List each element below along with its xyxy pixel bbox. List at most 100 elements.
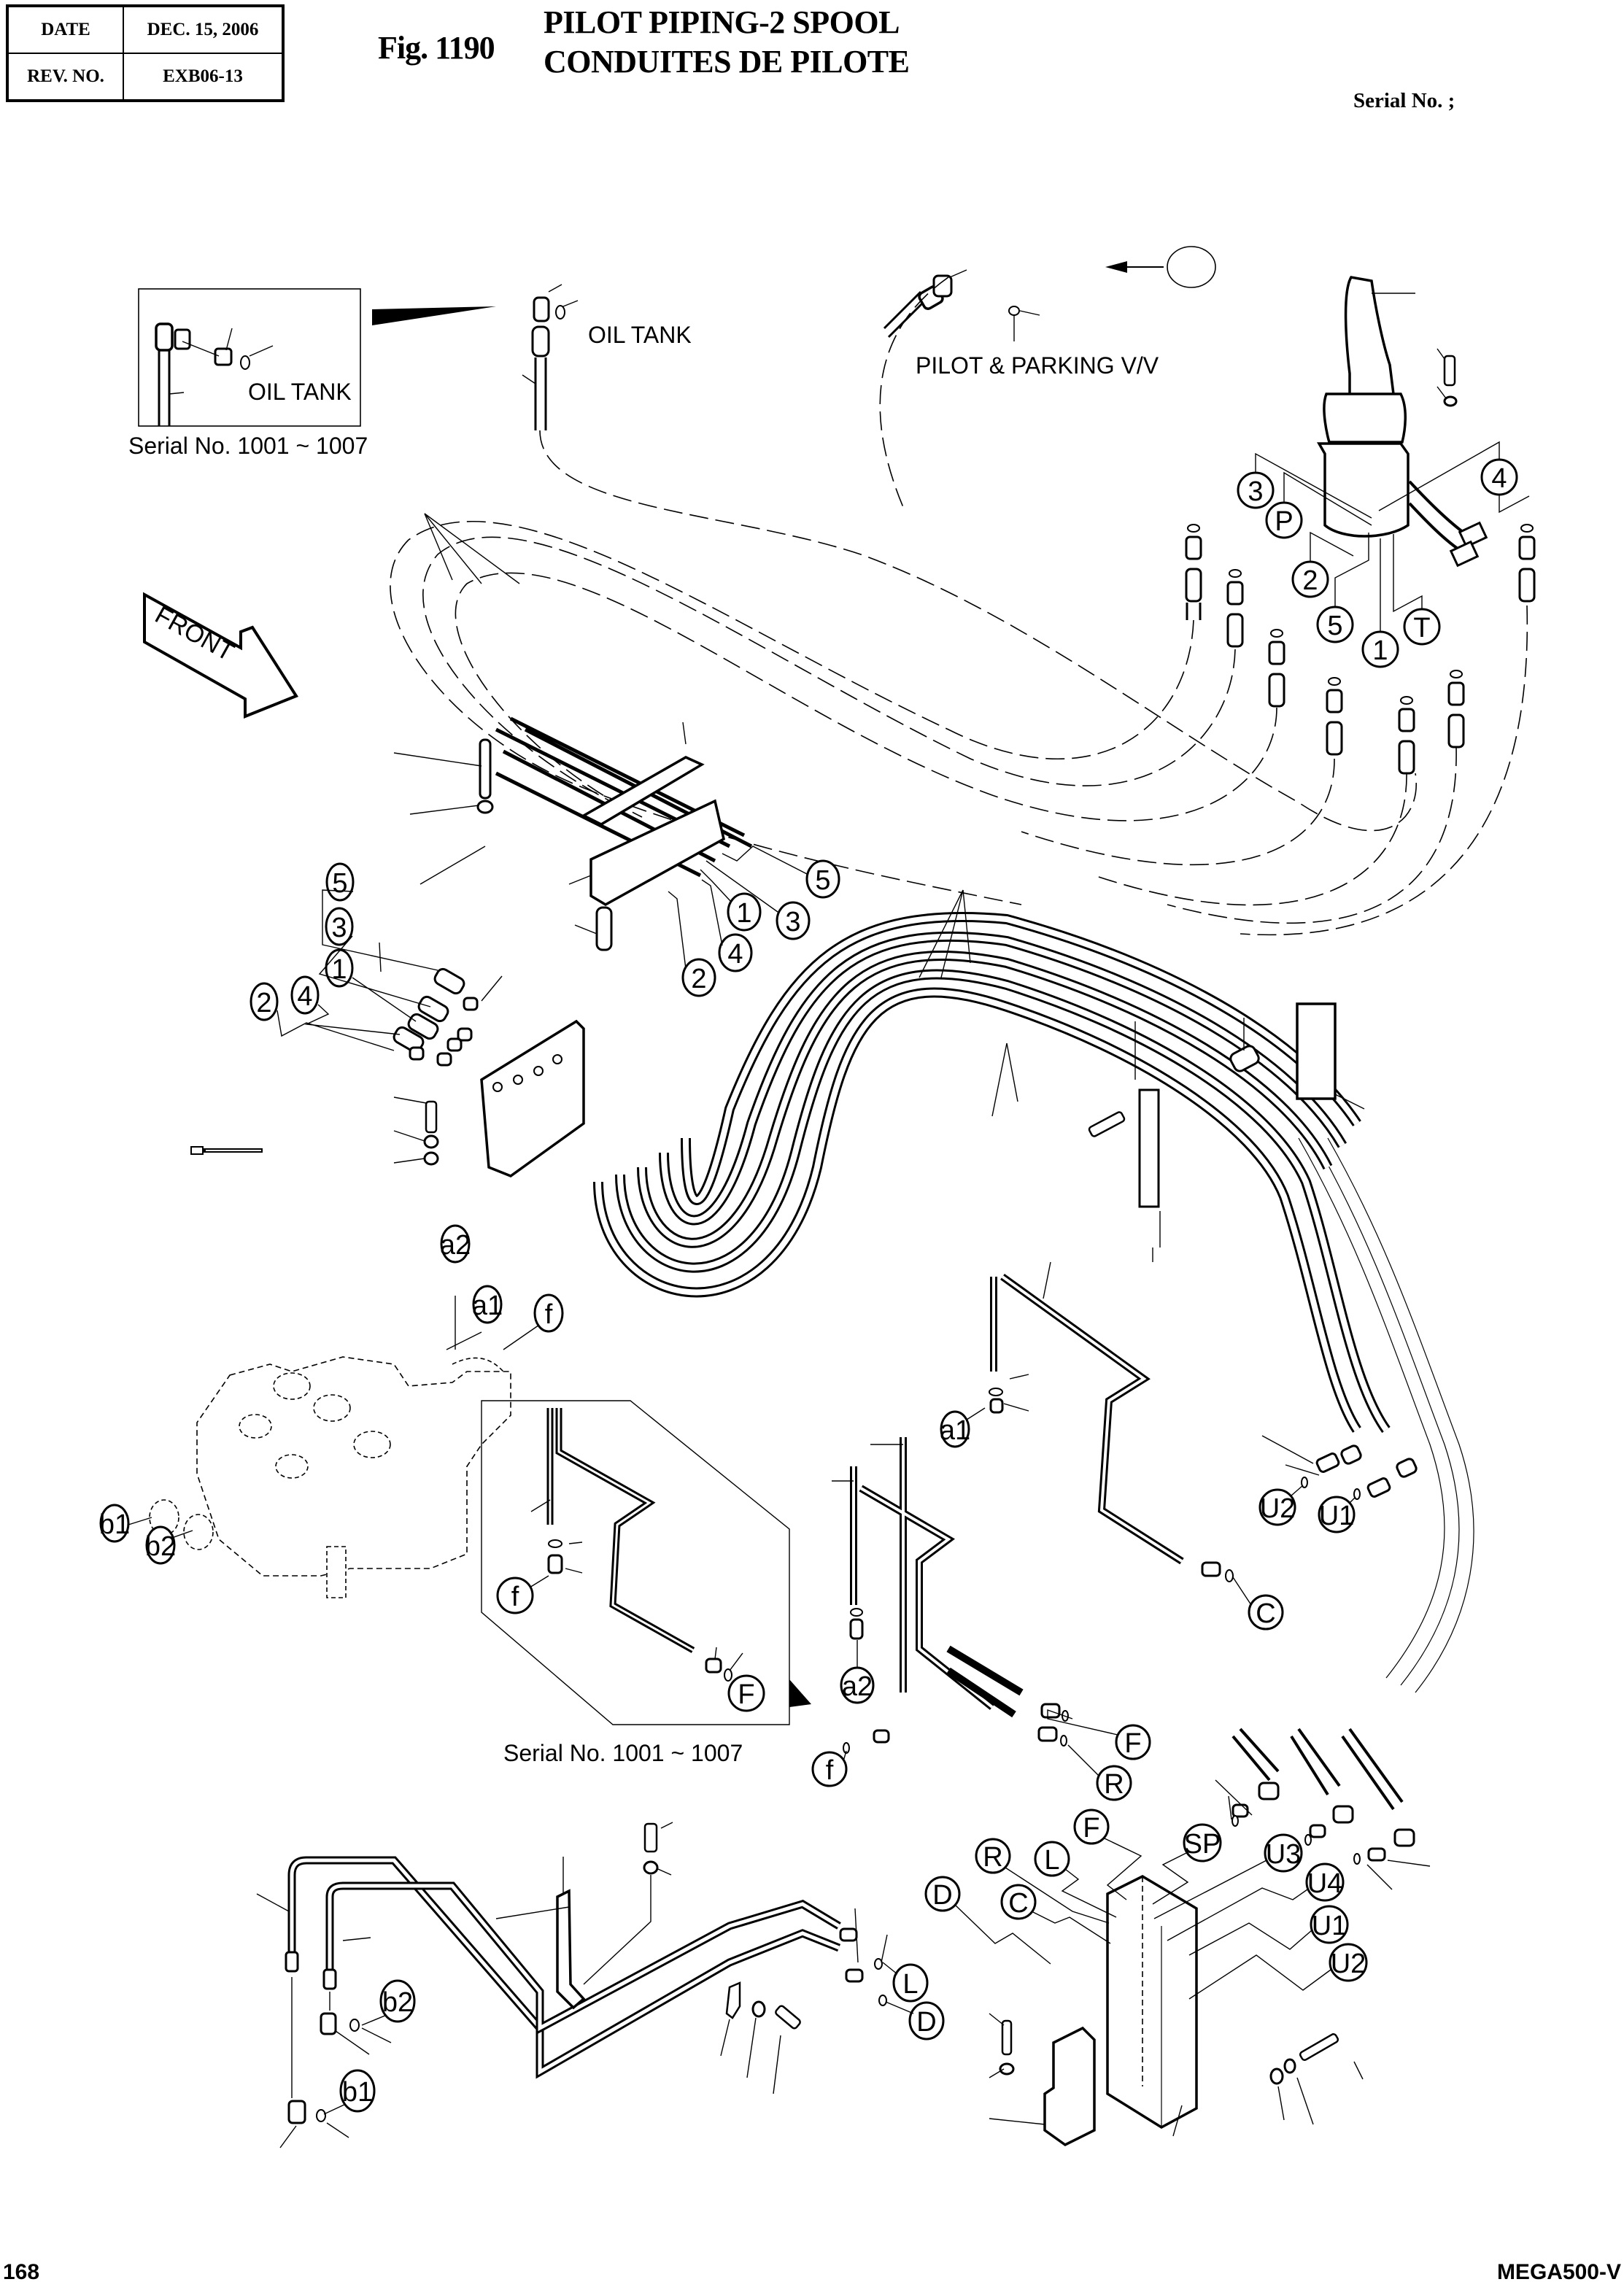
callout-center-a2[interactable]: a2 xyxy=(840,1666,875,1704)
bolt-icon xyxy=(479,738,492,800)
callout-lower-b2[interactable]: b2 xyxy=(379,1979,416,2023)
svg-text:2: 2 xyxy=(691,964,706,994)
svg-text:4: 4 xyxy=(727,939,743,970)
callout-manifold-U3[interactable]: U3 xyxy=(1264,1833,1303,1873)
svg-text:5: 5 xyxy=(815,865,830,896)
pilot-hose-bundle xyxy=(593,889,1391,1434)
serial-variant-inset: Serial No. 1001 ~ 1007 xyxy=(481,1400,811,1766)
svg-text:F: F xyxy=(1124,1728,1141,1759)
callout-lower-D[interactable]: D xyxy=(908,2001,945,2041)
manifold-hose-fittings xyxy=(1215,1728,1431,1890)
callout-valve-f[interactable]: f xyxy=(533,1293,564,1333)
svg-text:C: C xyxy=(1008,1888,1028,1919)
bolt-icon xyxy=(1443,355,1456,387)
svg-text:5: 5 xyxy=(332,868,347,899)
callout-center-a1[interactable]: a1 xyxy=(940,1410,970,1448)
svg-text:f: f xyxy=(511,1582,519,1612)
page-title: PILOT PIPING-2 SPOOL CONDUITES DE PILOTE xyxy=(544,3,910,82)
inset-pointer-icon xyxy=(789,1679,811,1707)
svg-text:a1: a1 xyxy=(940,1415,970,1446)
callout-inset-f[interactable]: f xyxy=(496,1577,534,1614)
fitting-column xyxy=(1326,677,1343,756)
svg-text:f: f xyxy=(826,1755,834,1786)
callout-inset-F[interactable]: F xyxy=(727,1674,765,1712)
callout-manifold-D[interactable]: D xyxy=(924,1876,961,1912)
hose-mounting-bracket xyxy=(190,942,585,1177)
callout-lower-L[interactable]: L xyxy=(892,1963,929,2003)
callout-manifold-R[interactable]: R xyxy=(975,1838,1011,1874)
o-ring-icon xyxy=(240,355,250,370)
callout-manifold-L[interactable]: L xyxy=(1034,1841,1070,1877)
fitting-column xyxy=(1268,629,1285,708)
right-hose-fittings xyxy=(1261,1435,1418,1500)
manifold-mount-bracket xyxy=(1043,2026,1096,2147)
callout-valve-b1[interactable]: b1 xyxy=(99,1504,130,1543)
oil-tank-label: OIL TANK xyxy=(588,322,692,348)
oil-tank-fitting: OIL TANK xyxy=(522,284,692,430)
callout-bracket-2[interactable]: 2 xyxy=(250,982,279,1021)
callout-bracket-4[interactable]: 4 xyxy=(290,975,320,1015)
callout-center-f[interactable]: f xyxy=(811,1751,848,1787)
svg-text:F: F xyxy=(1083,1813,1099,1844)
svg-text:U1: U1 xyxy=(1312,1911,1347,1941)
rev-label: REV. NO. xyxy=(7,53,124,101)
callout-valve-a1[interactable]: a1 xyxy=(472,1285,503,1324)
svg-text:4: 4 xyxy=(1491,463,1507,494)
callout-center-R[interactable]: R xyxy=(1096,1765,1132,1801)
reference-circle xyxy=(1167,246,1216,288)
svg-text:a1: a1 xyxy=(472,1291,503,1321)
callout-junction-1[interactable]: 1 xyxy=(727,892,762,932)
callout-junction-3[interactable]: 3 xyxy=(776,901,811,940)
inset-serial-middle: Serial No. 1001 ~ 1007 xyxy=(503,1740,743,1766)
callout-joystick-P[interactable]: P xyxy=(1265,501,1303,539)
pilot-parking-valve-fitting: PILOT & PARKING V/V xyxy=(883,246,1216,379)
callout-right-U2[interactable]: U2 xyxy=(1258,1488,1296,1526)
callout-junction-5[interactable]: 5 xyxy=(805,859,840,899)
svg-text:5: 5 xyxy=(1327,611,1342,641)
callout-manifold-U4[interactable]: U4 xyxy=(1305,1862,1345,1902)
callout-valve-b2[interactable]: b2 xyxy=(145,1525,176,1565)
svg-text:C: C xyxy=(1256,1598,1275,1629)
adapter-icon xyxy=(214,347,233,366)
callout-center-C[interactable]: C xyxy=(1248,1594,1284,1631)
callout-valve-a2[interactable]: a2 xyxy=(440,1224,471,1264)
svg-text:U1: U1 xyxy=(1319,1501,1355,1531)
p-clip-icon xyxy=(725,1981,741,2019)
model-name: MEGA500-V xyxy=(1496,2260,1621,2284)
callout-junction-4[interactable]: 4 xyxy=(718,933,753,972)
callout-lower-b1[interactable]: b1 xyxy=(339,2069,376,2113)
callout-center-F[interactable]: F xyxy=(1115,1724,1151,1760)
fitting-column xyxy=(1518,524,1536,603)
svg-text:L: L xyxy=(902,1969,918,2000)
callout-junction-2[interactable]: 2 xyxy=(681,958,716,997)
callout-manifold-SP[interactable]: SP xyxy=(1183,1823,1222,1862)
callout-manifold-U2[interactable]: U2 xyxy=(1329,1943,1368,1982)
hose-separator xyxy=(1296,1002,1337,1100)
elbow-fitting-icon xyxy=(155,322,174,352)
fitting-column xyxy=(1398,696,1415,775)
callout-joystick-T[interactable]: T xyxy=(1403,608,1441,646)
callout-joystick-4[interactable]: 4 xyxy=(1480,458,1518,496)
svg-text:2: 2 xyxy=(1302,565,1318,596)
svg-text:3: 3 xyxy=(331,913,347,943)
callout-bracket-5[interactable]: 5 xyxy=(325,862,355,902)
svg-text:b2: b2 xyxy=(382,1987,413,2018)
callout-joystick-3[interactable]: 3 xyxy=(1237,471,1275,509)
callout-right-U1[interactable]: U1 xyxy=(1318,1496,1356,1533)
callout-manifold-F[interactable]: F xyxy=(1073,1809,1110,1845)
callout-joystick-5[interactable]: 5 xyxy=(1316,606,1354,643)
callout-manifold-C[interactable]: C xyxy=(1000,1884,1037,1920)
fitting-column xyxy=(1447,670,1465,748)
callout-bracket-3[interactable]: 3 xyxy=(325,907,354,946)
callout-joystick-2[interactable]: 2 xyxy=(1291,560,1329,598)
fitting-column xyxy=(1226,569,1244,648)
front-direction-arrow: FRONT xyxy=(143,592,298,719)
svg-text:1: 1 xyxy=(331,954,347,985)
inset-oil-tank-label: OIL TANK xyxy=(248,379,352,405)
callout-joystick-1[interactable]: 1 xyxy=(1361,630,1399,668)
bolt-icon xyxy=(1299,2033,1339,2061)
callout-bracket-1[interactable]: 1 xyxy=(325,948,354,988)
svg-text:2: 2 xyxy=(256,988,271,1018)
callout-manifold-U1[interactable]: U1 xyxy=(1310,1905,1349,1944)
svg-text:b2: b2 xyxy=(145,1531,176,1562)
